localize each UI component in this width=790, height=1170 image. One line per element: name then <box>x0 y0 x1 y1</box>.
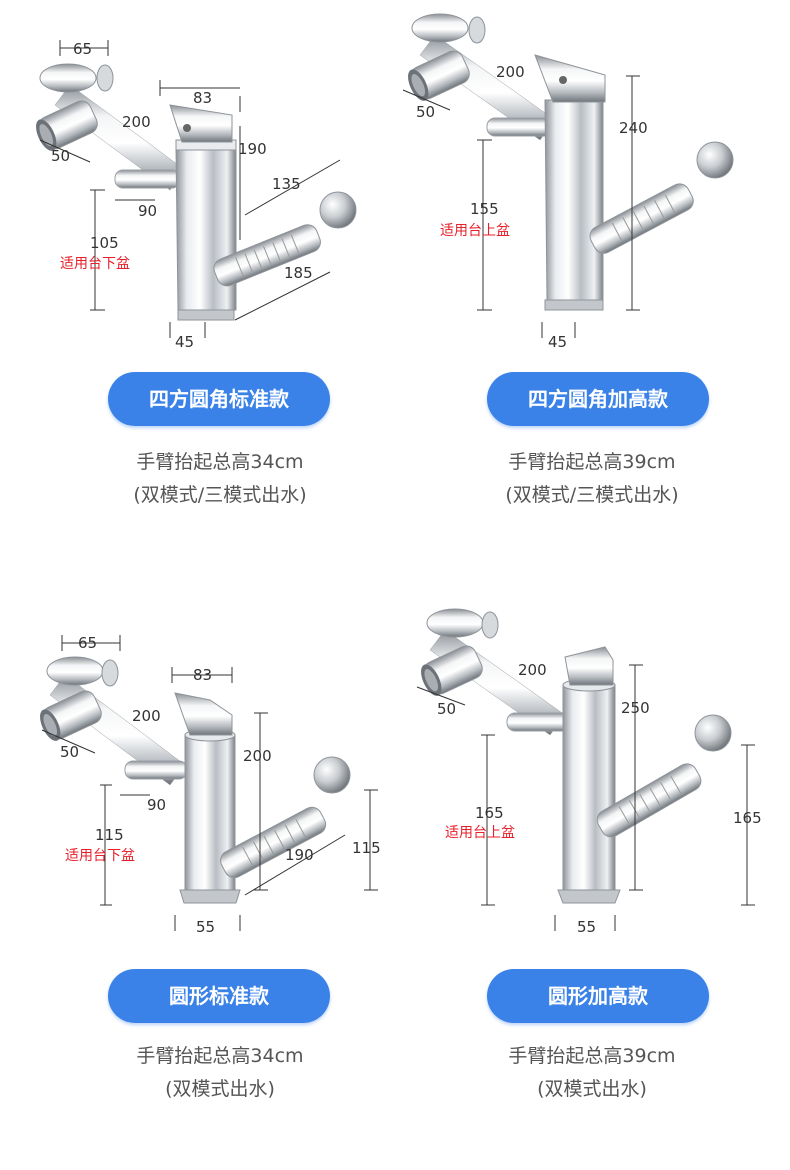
dim-label-200-body: 200 <box>243 747 272 765</box>
faucet-round-standard-drawing: 65 83 200 200 50 90 115 适用台下盆 190 115 55 <box>40 634 381 936</box>
pull-out-sprayer <box>213 224 321 287</box>
product-round-tall: 200 50 250 165 适用台上盆 165 55 圆形加高款 手臂抬起总高… <box>395 585 790 1170</box>
desc-modes: (双模式出水) <box>537 1078 647 1100</box>
aerator-head <box>421 645 483 696</box>
desc-height: 手臂抬起总高39cm <box>508 451 676 473</box>
product-round-standard: 65 83 200 200 50 90 115 适用台下盆 190 115 55… <box>0 585 395 1170</box>
dim-label-83: 83 <box>193 666 212 684</box>
lower-pipe <box>486 117 553 137</box>
model-title-badge[interactable]: 四方圆角加高款 <box>487 372 709 426</box>
faucet-square-tall-drawing: 200 50 240 155 适用台上盆 45 <box>402 13 734 351</box>
model-description: 手臂抬起总高34cm (双模式/三模式出水) <box>5 446 435 512</box>
dim-label-65: 65 <box>73 40 92 58</box>
dim-label-50: 50 <box>51 147 70 165</box>
lower-pipe <box>114 169 181 189</box>
dim-label-250: 250 <box>621 699 650 717</box>
dim-label-135: 135 <box>272 175 301 193</box>
desc-height: 手臂抬起总高34cm <box>136 1045 304 1067</box>
model-description: 手臂抬起总高39cm (双模式出水) <box>377 1040 790 1106</box>
dim-label-83: 83 <box>193 89 212 107</box>
dim-label-240: 240 <box>619 119 648 137</box>
basin-note: 适用台下盆 <box>60 256 130 272</box>
dim-label-200: 200 <box>496 63 525 81</box>
lever-handle <box>169 104 233 143</box>
arm-joint <box>39 63 97 93</box>
dim-label-65: 65 <box>78 634 97 652</box>
model-description: 手臂抬起总高39cm (双模式/三模式出水) <box>377 446 790 512</box>
desc-height: 手臂抬起总高34cm <box>136 451 304 473</box>
basin-note: 适用台上盆 <box>445 825 515 841</box>
desc-modes: (双模式/三模式出水) <box>133 484 307 506</box>
dim-label-115-left: 115 <box>95 826 124 844</box>
dim-label-200: 200 <box>518 661 547 679</box>
dim-label-200: 200 <box>122 113 151 131</box>
dim-label-185: 185 <box>284 264 313 282</box>
aerator-head <box>40 690 102 741</box>
model-title-badge[interactable]: 四方圆角标准款 <box>108 372 330 426</box>
dim-label-45: 45 <box>548 333 567 351</box>
dim-label-90: 90 <box>138 202 157 220</box>
model-description: 手臂抬起总高34cm (双模式出水) <box>5 1040 435 1106</box>
pull-out-sprayer <box>220 806 327 879</box>
pull-out-sprayer <box>589 183 694 254</box>
model-title-badge[interactable]: 圆形加高款 <box>487 969 709 1023</box>
dim-label-165-right: 165 <box>733 809 762 827</box>
desc-modes: (双模式出水) <box>165 1078 275 1100</box>
faucet-body <box>562 684 616 891</box>
dim-label-115-right: 115 <box>352 839 381 857</box>
desc-modes: (双模式/三模式出水) <box>505 484 679 506</box>
desc-height: 手臂抬起总高39cm <box>508 1045 676 1067</box>
model-title-badge[interactable]: 圆形标准款 <box>108 969 330 1023</box>
faucet-square-standard-drawing: 65 200 83 50 190 135 90 105 适用台下盆 185 45 <box>36 40 357 351</box>
aerator-head <box>408 50 470 101</box>
lever-handle <box>564 646 614 686</box>
faucet-body <box>544 99 604 301</box>
lever-handle <box>534 54 606 103</box>
lower-pipe <box>124 760 188 780</box>
basin-note: 适用台下盆 <box>65 848 135 864</box>
dim-label-45: 45 <box>175 333 194 351</box>
pull-out-sprayer <box>596 763 702 838</box>
dim-label-190: 190 <box>285 846 314 864</box>
dim-label-50: 50 <box>437 700 456 718</box>
basin-note: 适用台上盆 <box>440 223 510 239</box>
dim-label-50: 50 <box>416 103 435 121</box>
dim-label-200-arm: 200 <box>132 707 161 725</box>
lower-pipe <box>506 712 570 732</box>
dim-label-50: 50 <box>60 743 79 761</box>
dim-label-190: 190 <box>238 140 267 158</box>
dim-label-90: 90 <box>147 796 166 814</box>
product-square-tall: 200 50 240 155 适用台上盆 45 四方圆角加高款 手臂抬起总高39… <box>395 0 790 585</box>
lever-handle <box>174 692 233 736</box>
aerator-head <box>36 100 98 151</box>
faucet-round-tall-drawing: 200 50 250 165 适用台上盆 165 55 <box>416 608 762 936</box>
dim-label-55: 55 <box>577 918 596 936</box>
dim-label-55: 55 <box>196 918 215 936</box>
dim-label-155: 155 <box>470 200 499 218</box>
dim-label-105: 105 <box>90 234 119 252</box>
dim-label-165-left: 165 <box>475 804 504 822</box>
product-square-standard: 65 200 83 50 190 135 90 105 适用台下盆 185 45… <box>0 0 395 585</box>
